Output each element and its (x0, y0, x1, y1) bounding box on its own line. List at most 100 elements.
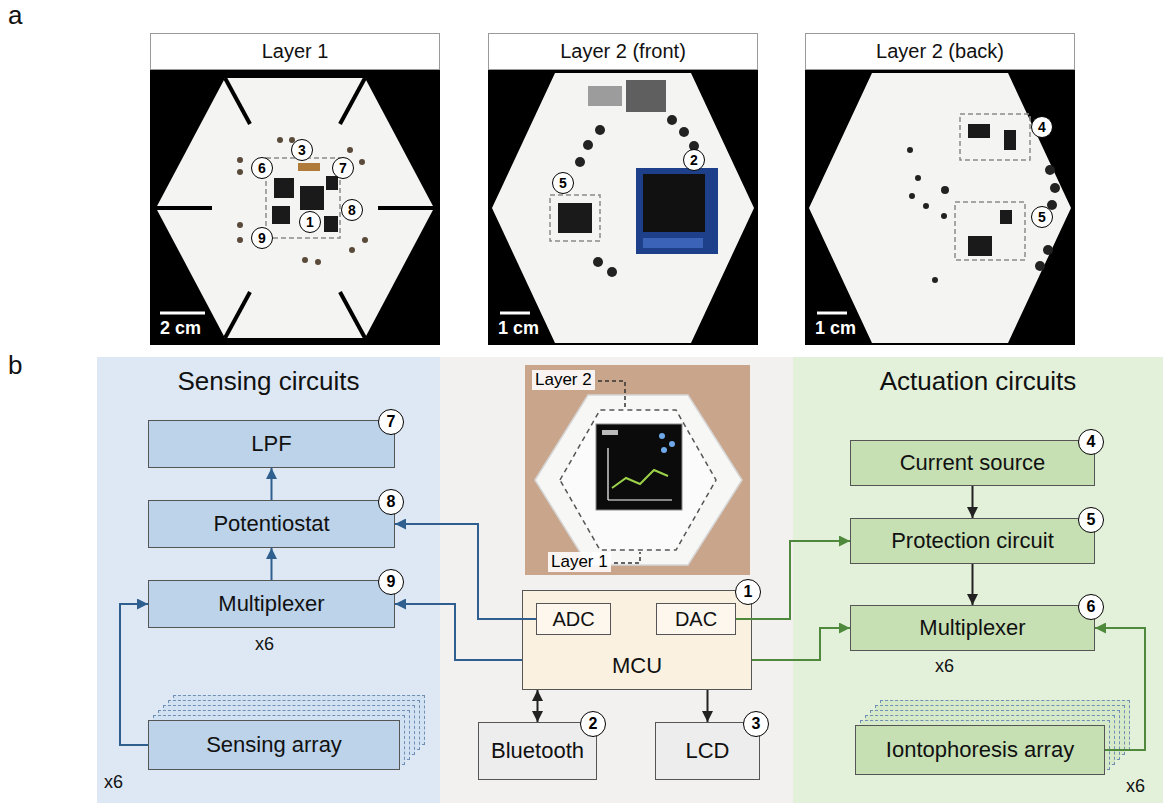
panel-letter: a (8, 0, 22, 31)
layer2-front-photo (558, 203, 592, 233)
callout-number: 7 (378, 409, 404, 435)
layer2-back-photo (915, 175, 921, 181)
layer2-back-photo (923, 203, 929, 209)
layer2-back-photo (1000, 210, 1012, 224)
layer2-front-photo (595, 125, 605, 135)
callout-number: 5 (552, 172, 574, 194)
signal-arrow (271, 468, 273, 500)
panel-letter: b (8, 350, 22, 381)
layer1-photo (225, 292, 250, 338)
layer2-back-photo (941, 186, 949, 194)
layer2-back-photo (909, 193, 915, 199)
callout-number: 3 (291, 139, 313, 161)
box-label: ADC (552, 608, 594, 631)
layer1-photo (150, 70, 440, 345)
callout-number: 3 (743, 711, 769, 737)
layer2-back-photo (1004, 130, 1016, 150)
panel-heading: Sensing circuits (97, 366, 440, 397)
layer2-back-photo (932, 277, 938, 283)
layer1-photo (266, 158, 340, 238)
array-box: Iontophoresis array (855, 725, 1105, 775)
callout-number: 4 (1078, 429, 1104, 455)
box-label: Layer 2 (back) (876, 40, 1004, 63)
signal-arrow (972, 486, 974, 518)
callout-number: 1 (299, 211, 321, 233)
layer2-front-photo (667, 115, 677, 125)
layer1-photo (160, 312, 205, 315)
mcu-box: MCUADCDAC (522, 590, 752, 690)
layer2-front-photo (550, 195, 600, 241)
callout-number: 5 (1031, 206, 1053, 228)
box-label: Bluetooth (491, 738, 584, 764)
layer1-photo (340, 78, 365, 124)
array-box: Sensing array (148, 720, 400, 770)
layer1-photo (349, 247, 355, 253)
layer2-back-photo (1035, 261, 1045, 271)
layer2-front-photo (588, 86, 622, 106)
callout-number: 9 (251, 227, 273, 249)
layer1-photo (237, 169, 243, 175)
process-box: Multiplexer (148, 580, 395, 628)
callout-number: 2 (683, 149, 705, 171)
layer1-photo (340, 292, 365, 338)
layer1-photo (156, 78, 434, 338)
layer-label: Layer 2 (532, 370, 595, 390)
multiplicity-label: x6 (935, 656, 954, 677)
layer2-front-photo (607, 267, 617, 277)
callout-number: 6 (251, 157, 273, 179)
device-photo (602, 430, 618, 435)
layer1-photo (347, 147, 353, 153)
layer2-back-photo (941, 213, 947, 219)
panel-heading: Actuation circuits (793, 366, 1163, 397)
device-photo (560, 410, 716, 550)
multiplicity-label: x6 (1126, 776, 1145, 797)
multiplicity-label: x6 (104, 772, 123, 793)
box-label: LCD (685, 738, 729, 764)
box-label: Layer 2 (front) (560, 40, 686, 63)
layer2-back-photo (809, 73, 1071, 343)
box-label: Current source (900, 450, 1046, 476)
layer2-front-photo (679, 127, 689, 137)
signal-arrow (707, 690, 709, 722)
process-box: Multiplexer (850, 605, 1095, 651)
signal-arrow (120, 604, 148, 745)
callout-number: 5 (1078, 507, 1104, 533)
layer1-photo (300, 186, 324, 210)
mcu-panel (440, 357, 793, 803)
device-photo (596, 424, 682, 510)
layer1-photo (298, 163, 320, 171)
layer1-photo (274, 178, 294, 198)
box-label: Iontophoresis array (886, 737, 1074, 763)
device-photo (598, 381, 625, 408)
layer1-photo (156, 206, 212, 210)
box-label: Protection circuit (891, 528, 1054, 554)
layer2-front-photo (643, 174, 705, 232)
device-photo (612, 470, 668, 488)
box-label: MCU (612, 653, 662, 679)
signal-arrow (395, 524, 536, 619)
box-label: Sensing array (206, 732, 342, 758)
layer1-photo (378, 206, 434, 210)
signal-arrow (271, 548, 273, 580)
signal-arrow (1095, 628, 1145, 750)
device-photo (525, 365, 750, 575)
callout-number: 9 (378, 569, 404, 595)
layer2-front-photo (636, 168, 718, 254)
process-box: Potentiostat (148, 500, 395, 548)
device-photo (608, 499, 672, 500)
process-box: LPF (148, 420, 395, 468)
layer2-back-photo (907, 147, 1060, 283)
signal-arrow (537, 690, 539, 722)
layer2-front-photo (575, 157, 585, 167)
device-photo (525, 365, 750, 575)
layer-header: Layer 2 (back) (805, 33, 1075, 70)
signal-arrow (395, 604, 522, 660)
callout-number: 7 (332, 157, 354, 179)
signal-arrow (972, 564, 974, 605)
scale-bar-label: 2 cm (160, 318, 201, 339)
layer1-photo (362, 237, 368, 243)
layer2-front-photo (626, 80, 666, 112)
callout-number: 1 (735, 579, 761, 605)
layer1-photo (324, 216, 338, 232)
callout-number: 8 (378, 489, 404, 515)
